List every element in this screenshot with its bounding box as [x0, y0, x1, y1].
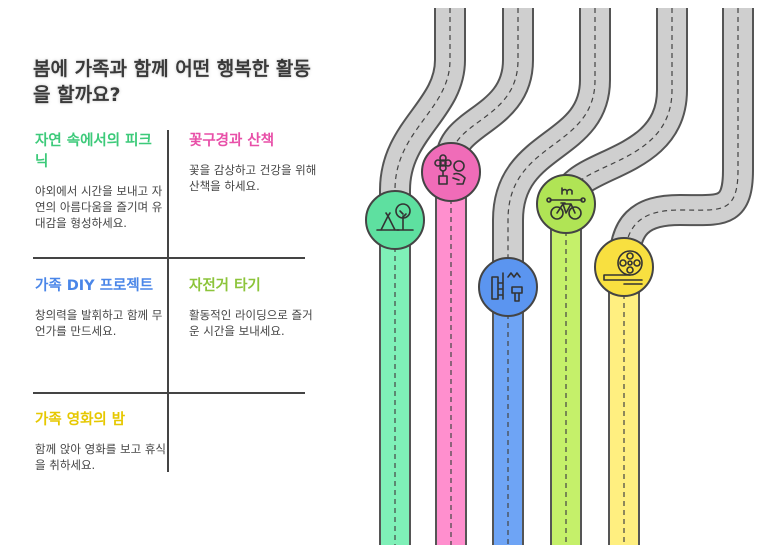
activity-bike: 자전거 타기 활동적인 라이딩으로 즐거운 시간을 보내세요. — [189, 276, 319, 339]
activity-description: 꽃을 감상하고 건강을 위해 산책을 하세요. — [189, 163, 317, 193]
activity-diy: 가족 DIY 프로젝트 창의력을 발휘하고 함께 무언가를 만드세요. — [35, 276, 165, 339]
activity-movie: 가족 영화의 밤 함께 앉아 영화를 보고 휴식을 취하세요. — [35, 410, 170, 473]
bicycle-icon — [546, 187, 586, 220]
activity-description: 활동적인 라이딩으로 즐거운 시간을 보내세요. — [189, 308, 313, 338]
activity-marker — [594, 237, 654, 297]
activity-marker — [365, 190, 425, 250]
grid-divider-vertical — [167, 130, 169, 472]
page-title: 봄에 가족과 함께 어떤 행복한 활동을 할까요? — [33, 58, 311, 106]
activity-title: 꽃구경과 산책 — [189, 133, 275, 149]
activity-description: 함께 앉아 영화를 보고 휴식을 취하세요. — [35, 442, 167, 472]
activity-marker — [478, 257, 538, 317]
road-2 — [421, 8, 534, 545]
activity-description: 창의력을 발휘하고 함께 무언가를 만드세요. — [35, 308, 163, 338]
tent-tree-icon — [376, 203, 414, 231]
activity-flowers: 꽃구경과 산책 꽃을 감상하고 건강을 위해 산책을 하세요. — [189, 131, 319, 194]
grid-divider-horizontal — [33, 257, 305, 259]
grid-divider-horizontal — [33, 392, 305, 394]
activity-title: 자전거 타기 — [189, 278, 261, 294]
road-1 — [365, 8, 466, 545]
paint-brush-icon — [491, 272, 523, 302]
activity-marker — [421, 142, 481, 202]
flower-person-icon — [434, 154, 466, 185]
activity-title: 가족 영화의 밤 — [35, 412, 126, 428]
activity-title: 가족 DIY 프로젝트 — [35, 278, 154, 294]
activity-picnic: 자연 속에서의 피크닉 야외에서 시간을 보내고 자연의 아름다움을 즐기며 유… — [35, 131, 165, 231]
road-4 — [536, 8, 688, 545]
activity-description: 야외에서 시간을 보내고 자연의 아름다움을 즐기며 유대감을 형성하세요. — [35, 184, 163, 230]
activity-title: 자연 속에서의 피크닉 — [35, 133, 152, 170]
road-3 — [478, 8, 611, 545]
road-5 — [594, 8, 754, 545]
film-reel-icon — [603, 250, 643, 285]
